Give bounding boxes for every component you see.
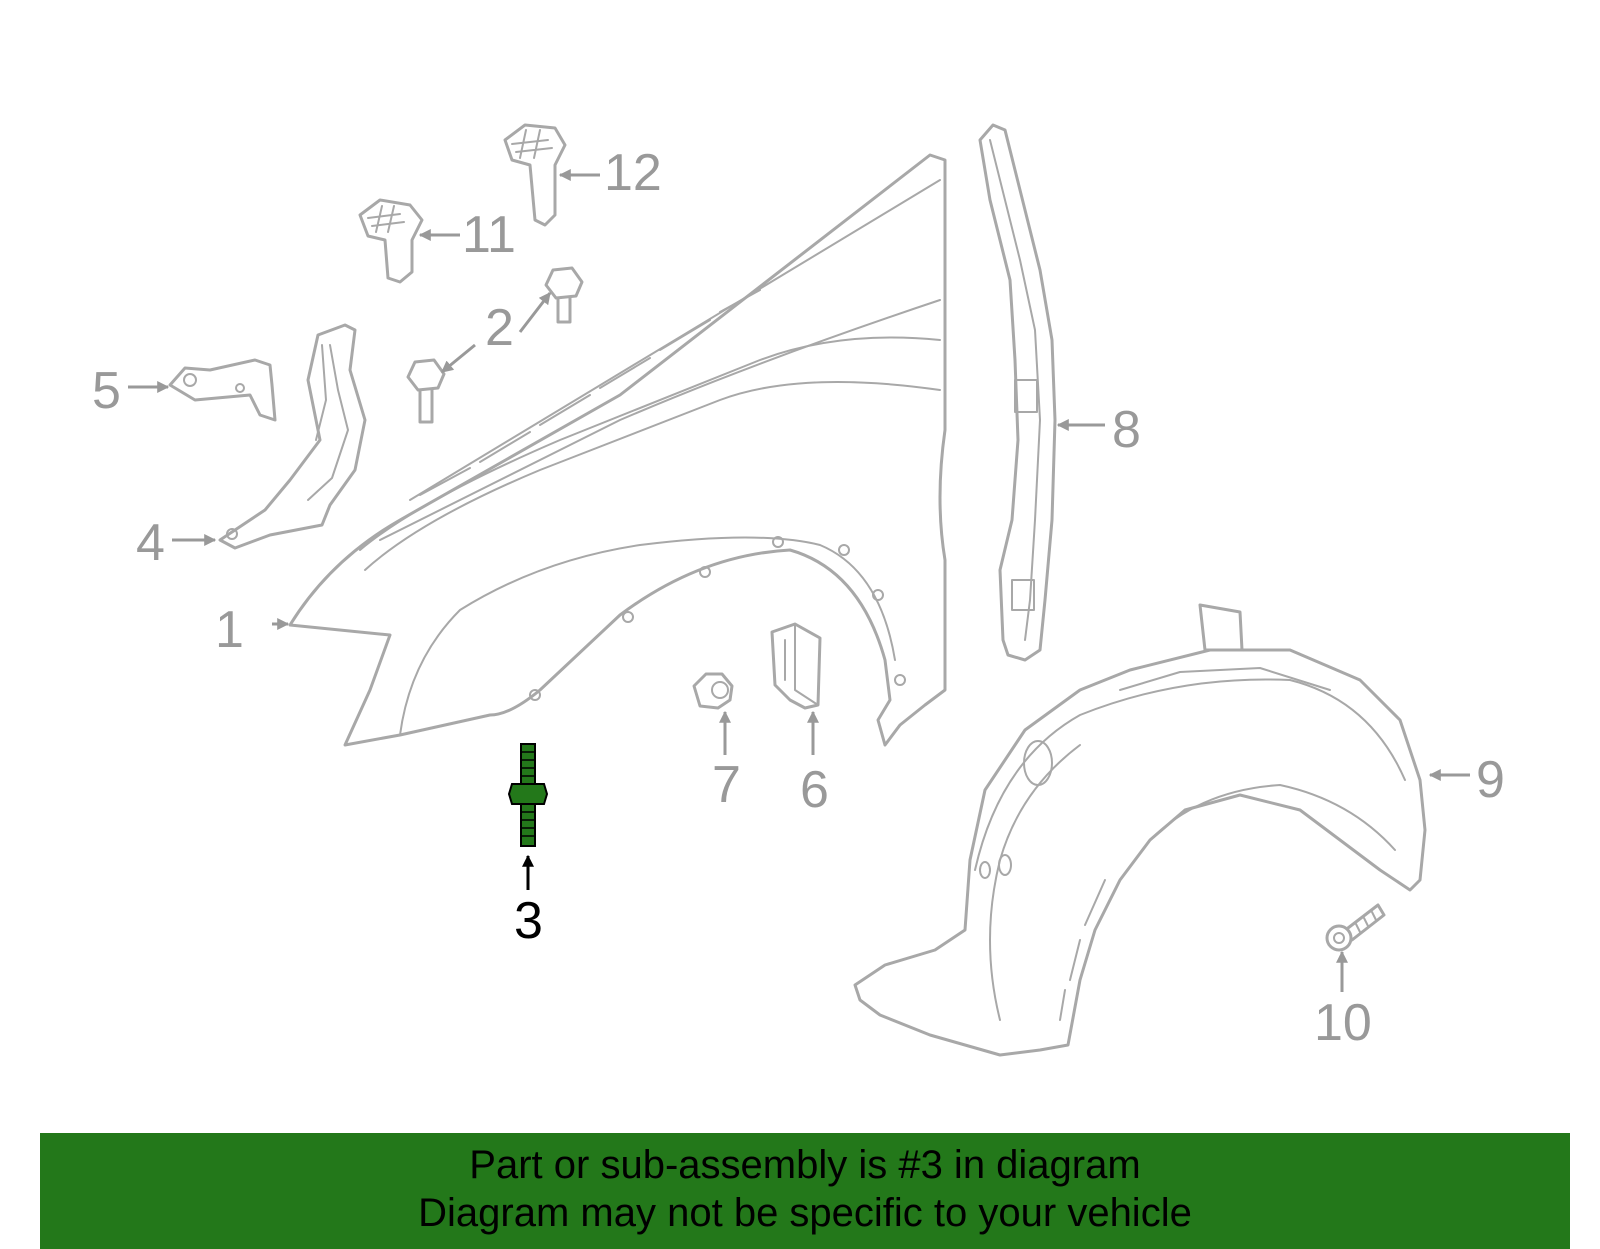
bolt-part-2[interactable] (406, 266, 584, 424)
bracket-part-6[interactable] (770, 622, 822, 710)
leader-lines (128, 169, 1470, 992)
liner-part-9[interactable] (853, 603, 1427, 1057)
stud-part-3-highlighted[interactable] (507, 743, 549, 847)
screw-part-10[interactable] (1325, 903, 1386, 952)
callout-7: 7 (712, 756, 741, 814)
callout-9: 9 (1476, 751, 1505, 809)
callout-11: 11 (462, 206, 516, 264)
callout-labels: 1 2 3 4 5 6 7 8 9 10 11 12 (92, 144, 1505, 1052)
banner-line-1: Part or sub-assembly is #3 in diagram (469, 1143, 1141, 1187)
clip-part-12[interactable] (503, 123, 567, 227)
nut-part-7[interactable] (692, 672, 734, 710)
info-banner: Part or sub-assembly is #3 in diagram Di… (40, 1133, 1570, 1249)
callout-8: 8 (1112, 401, 1141, 459)
fender-part[interactable] (288, 153, 947, 747)
callout-5: 5 (92, 362, 121, 420)
callout-4: 4 (136, 514, 165, 572)
clip-part-11[interactable] (358, 198, 424, 284)
callout-1: 1 (215, 601, 244, 659)
bracket-part-5[interactable] (168, 358, 277, 422)
banner-line-2: Diagram may not be specific to your vehi… (418, 1191, 1192, 1235)
callout-12: 12 (604, 144, 662, 202)
callout-3: 3 (514, 892, 543, 950)
callout-6: 6 (800, 761, 829, 819)
seal-part-8[interactable] (978, 123, 1057, 662)
callout-10: 10 (1314, 994, 1372, 1052)
callout-2: 2 (485, 299, 514, 357)
bracket-part-4[interactable] (218, 323, 367, 550)
